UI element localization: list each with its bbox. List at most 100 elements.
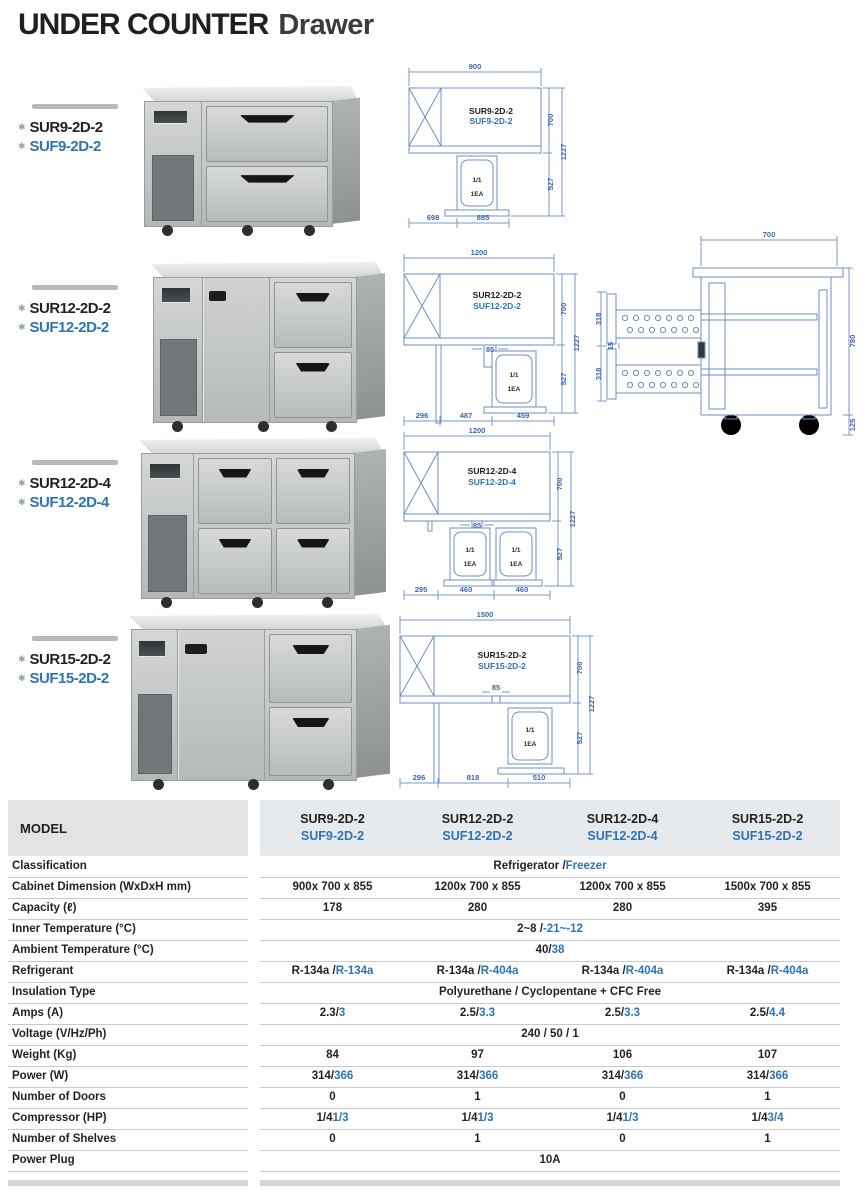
pan-qty-label: 1EA <box>508 386 521 393</box>
door <box>203 278 270 422</box>
spec-row-label: Compressor (HP) <box>8 1108 248 1130</box>
spec-cell: 107 <box>695 1045 840 1067</box>
pan-size-label: 1/1 <box>472 177 481 184</box>
product-photo-sur12-2d-2 <box>148 262 388 432</box>
spec-value-segment: 314/ <box>456 1070 480 1082</box>
bullet-icon: ✱ <box>18 673 26 683</box>
cabinet-outline <box>403 273 555 424</box>
dimension-lines <box>403 254 578 426</box>
dim-ext-label: 527 <box>546 178 555 191</box>
spec-row-label: Power Plug <box>8 1150 248 1172</box>
dim-ext-label: 527 <box>575 732 584 745</box>
dim-drawer-label: 318 <box>595 313 603 326</box>
compressor-section <box>145 102 203 226</box>
model-name-refrigerator: SUR12-2D-2 <box>29 300 111 317</box>
spec-cell-span: Polyurethane / Cyclopentane + CFC Free <box>260 982 840 1004</box>
spec-value-segment: 38 <box>551 944 565 956</box>
dim-bottom-label: 818 <box>467 773 480 782</box>
caster-wheel <box>325 421 337 432</box>
spec-value-segment: 0 <box>619 1133 626 1145</box>
bullet-icon: ✱ <box>18 303 26 313</box>
caster-wheel <box>304 225 316 236</box>
dim-bottom-label: 460 <box>516 585 529 594</box>
spec-cell: 280 <box>550 898 695 920</box>
model-name-refrigerator: SUR9-2D-2 <box>29 119 104 136</box>
spec-value-segment: 1/4 <box>461 1112 478 1124</box>
control-panel <box>161 288 190 303</box>
spec-value-segment: 366 <box>624 1070 644 1082</box>
caster-wheel <box>172 421 183 432</box>
spec-value-segment: 2~8 / <box>517 923 543 935</box>
spec-value-segment: 2.5/ <box>604 1007 625 1019</box>
product-label-group-sur15: ✱SUR15-2D-2 ✱SUF15-2D-2 <box>18 636 178 688</box>
drawer <box>269 707 353 776</box>
dim-width-label: 1200 <box>471 248 488 257</box>
divider-bar <box>32 460 118 465</box>
spec-value-segment: R-404a <box>625 965 664 977</box>
cabinet-side <box>354 624 390 778</box>
spec-cell: 1200x 700 x 855 <box>405 877 550 899</box>
spec-cell: 2.3/3 <box>260 1003 405 1025</box>
spec-row-label: Inner Temperature (°C) <box>8 919 248 941</box>
spec-value-segment: 1500x 700 x 855 <box>724 881 811 893</box>
spec-value-segment: R-404a <box>480 965 519 977</box>
model-line: ✱SUR9-2D-2 <box>18 118 178 137</box>
spec-cell: R-134a / R-134a <box>260 961 405 983</box>
model-line: ✱SUR12-2D-2 <box>18 299 178 318</box>
drawing-model-label: SUF12-2D-2 <box>473 301 521 311</box>
spec-value-segment: 1/3 <box>477 1112 494 1124</box>
drawer <box>276 458 351 524</box>
drawer <box>276 528 351 594</box>
spec-value-segment: 314/ <box>746 1070 770 1082</box>
spec-value-segment: 106 <box>612 1049 633 1061</box>
spec-value-segment: 3/4 <box>767 1112 784 1124</box>
spec-value-segment: 280 <box>612 902 633 914</box>
product-photo-sur15 <box>126 614 392 790</box>
spec-cell-span: Refrigerator / Freezer <box>260 856 840 878</box>
cabinet-front <box>152 277 357 423</box>
spec-row-label: Voltage (V/Hz/Ph) <box>8 1024 248 1046</box>
spec-value-segment: Polyurethane / Cyclopentane + CFC Free <box>438 986 662 998</box>
dim-bottom-label: 460 <box>460 585 473 594</box>
caster-wheel <box>322 779 334 790</box>
drawer-stack <box>270 278 356 422</box>
dim-bottom-label: 487 <box>460 411 473 420</box>
spec-cell: R-134a / R-404a <box>550 961 695 983</box>
spec-value-segment: R-134a / <box>581 965 626 977</box>
spec-value-segment: 3.3 <box>479 1007 496 1019</box>
spec-cell-span: 240 / 50 / 1 <box>260 1024 840 1046</box>
caster-wheel <box>152 779 164 790</box>
divider-bar <box>32 285 118 290</box>
spec-cell-span: 40/38 <box>260 940 840 962</box>
cabinet-outline <box>399 635 571 784</box>
divider-bar <box>32 104 118 109</box>
compressor-section <box>154 278 204 422</box>
caster-wheel <box>242 225 254 236</box>
vent-grill <box>159 339 197 417</box>
caster-wheel <box>161 597 173 608</box>
dim-bottom-label: 885 <box>477 213 490 222</box>
cabinet-side <box>352 448 386 596</box>
dim-mid-label: 85 <box>492 683 500 692</box>
spec-row: Power Plug 10A <box>8 1150 840 1172</box>
spec-value-segment: 0 <box>619 1091 626 1103</box>
drawer <box>269 634 353 703</box>
compressor-section <box>142 454 194 598</box>
spec-value-segment: 107 <box>757 1049 778 1061</box>
spec-value-segment: 395 <box>757 902 778 914</box>
spec-value-segment: 2.5/ <box>459 1007 480 1019</box>
spec-value-segment: 900x 700 x 855 <box>292 881 373 893</box>
dim-mid-label: 85 <box>473 521 481 530</box>
spec-value-segment: 0 <box>329 1091 336 1103</box>
bullet-icon: ✱ <box>18 122 26 132</box>
dim-depth-label: 700 <box>559 303 568 316</box>
spec-cell-span: 10A <box>260 1150 840 1172</box>
dim-total-label: 1227 <box>559 144 568 161</box>
